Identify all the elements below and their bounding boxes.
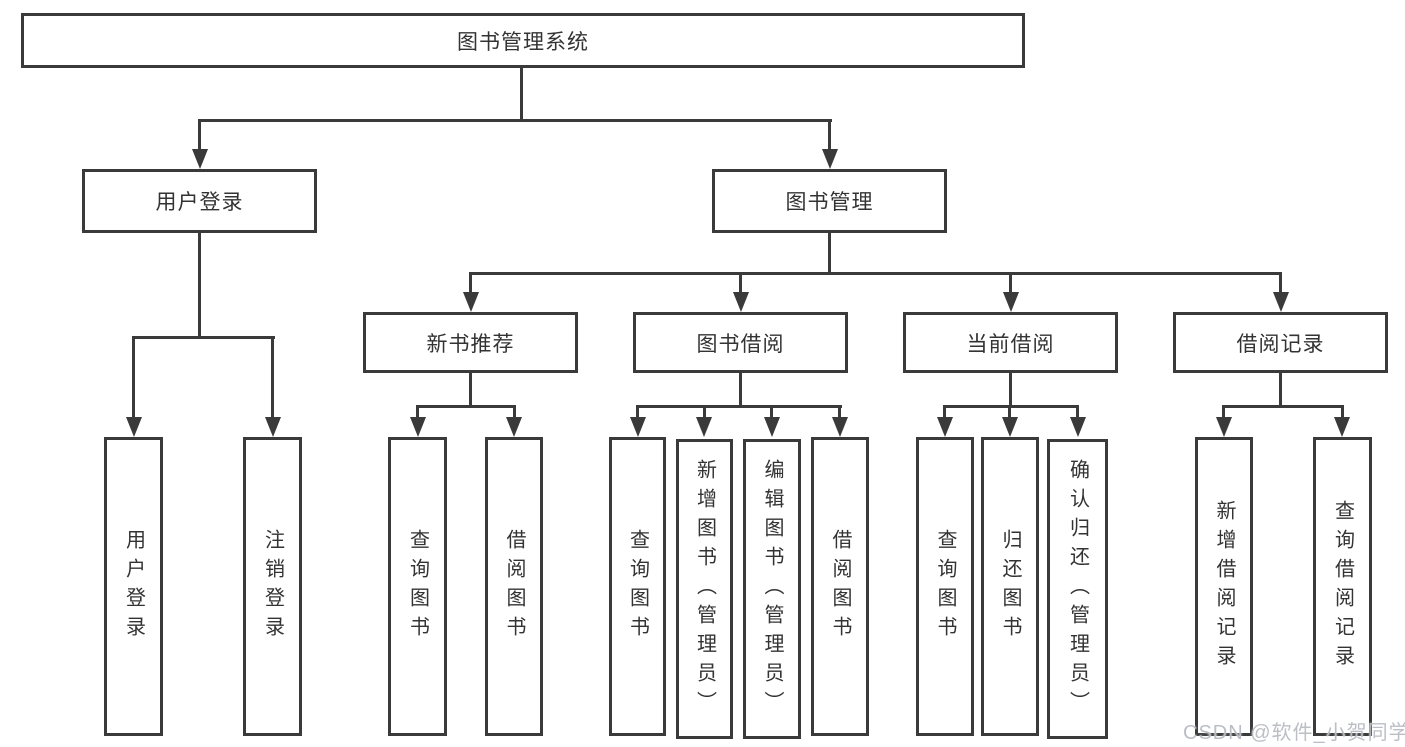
leaf-user-login: 用户登录	[104, 437, 163, 736]
node-new-book-recommend: 新书推荐	[363, 312, 578, 373]
node-label: 当前借阅	[966, 332, 1055, 356]
edge-line	[132, 336, 275, 339]
leaf-return-book: 归还图书	[981, 437, 1039, 736]
leaf-query-borrow-record: 查询借阅记录	[1313, 437, 1372, 736]
arrow-down-icon	[1002, 417, 1018, 437]
arrow-down-icon	[1216, 417, 1232, 437]
edge-line	[416, 405, 419, 419]
node-label: 图书管理	[785, 191, 874, 214]
leaf-logout: 注销登录	[243, 437, 302, 736]
arrow-down-icon	[1003, 292, 1019, 312]
node-label: 用户登录	[122, 528, 145, 645]
edge-line	[469, 272, 472, 294]
edge-line	[1076, 405, 1079, 419]
edge-line	[1008, 405, 1011, 419]
edge-line	[1009, 373, 1012, 408]
arrow-down-icon	[696, 417, 712, 437]
leaf-edit-book-admin: 编辑图书（管理员）	[743, 439, 801, 739]
arrow-down-icon	[1273, 292, 1289, 312]
edge-line	[1279, 373, 1282, 408]
node-label: 查询图书	[626, 528, 649, 645]
node-label: 图书借阅	[696, 332, 785, 356]
arrow-down-icon	[463, 292, 479, 312]
watermark: CSDN @软件_小贺同学	[1183, 722, 1405, 744]
edge-line	[198, 119, 832, 122]
arrow-down-icon	[506, 417, 522, 437]
edge-line	[703, 405, 706, 419]
node-label: 归还图书	[999, 528, 1021, 645]
node-label: 新增借阅记录	[1213, 499, 1235, 674]
edge-line	[520, 68, 523, 122]
edge-line	[739, 272, 742, 294]
edge-line	[416, 405, 516, 408]
arrow-down-icon	[192, 149, 208, 169]
edge-line	[513, 405, 516, 419]
edge-line	[132, 336, 135, 419]
edge-line	[739, 373, 742, 408]
leaf-confirm-return-admin: 确认归还（管理员）	[1047, 439, 1108, 739]
arrow-down-icon	[1070, 417, 1086, 437]
edge-line	[469, 373, 472, 408]
node-book-management: 图书管理	[712, 169, 947, 233]
arrow-down-icon	[410, 417, 426, 437]
arrow-down-icon	[832, 417, 848, 437]
node-book-borrowing: 图书借阅	[633, 312, 848, 373]
node-label: 借阅图书	[503, 528, 525, 645]
arrow-down-icon	[630, 417, 646, 437]
edge-line	[1222, 405, 1344, 408]
edge-line	[943, 405, 946, 419]
edge-line	[838, 405, 841, 419]
node-label: 新增图书（管理员）	[693, 458, 716, 720]
arrow-down-icon	[265, 417, 281, 437]
node-current-borrowing: 当前借阅	[903, 312, 1118, 373]
leaf-add-book-admin: 新增图书（管理员）	[676, 439, 733, 739]
node-label: 查询图书	[406, 528, 429, 645]
leaf-borrow-books-1: 借阅图书	[485, 437, 543, 736]
node-label: 借阅图书	[829, 528, 851, 645]
edge-line	[1222, 405, 1225, 419]
leaf-query-books-2: 查询图书	[609, 437, 666, 736]
node-label: 查询图书	[934, 528, 956, 645]
node-label: 编辑图书（管理员）	[761, 458, 783, 720]
leaf-borrow-books-2: 借阅图书	[811, 437, 869, 736]
edge-line	[198, 119, 201, 151]
edge-line	[1279, 272, 1282, 294]
edge-line	[1341, 405, 1344, 419]
node-label: 确认归还（管理员）	[1066, 458, 1089, 720]
edge-line	[271, 336, 274, 419]
node-borrowing-records: 借阅记录	[1173, 312, 1388, 373]
node-label: 图书管理系统	[457, 30, 589, 54]
node-user-login: 用户登录	[82, 169, 317, 233]
edge-line	[636, 405, 842, 408]
arrow-down-icon	[733, 292, 749, 312]
edge-line	[943, 405, 1079, 408]
arrow-down-icon	[1334, 417, 1350, 437]
arrow-down-icon	[126, 417, 142, 437]
edge-line	[828, 119, 831, 151]
leaf-query-books-1: 查询图书	[388, 437, 447, 736]
edge-line	[828, 233, 831, 274]
node-label: 新书推荐	[426, 332, 515, 356]
node-label: 注销登录	[261, 528, 284, 645]
node-label: 用户登录	[155, 191, 244, 214]
arrow-down-icon	[764, 417, 780, 437]
edge-line	[198, 233, 201, 338]
node-library-system: 图书管理系统	[21, 13, 1025, 68]
node-label: 借阅记录	[1236, 332, 1325, 356]
leaf-query-books-3: 查询图书	[916, 437, 974, 736]
node-label: 查询借阅记录	[1331, 499, 1354, 674]
edge-line	[469, 272, 1282, 275]
edge-line	[636, 405, 639, 419]
edge-line	[770, 405, 773, 419]
leaf-add-borrow-record: 新增借阅记录	[1195, 437, 1253, 736]
arrow-down-icon	[822, 149, 838, 169]
arrow-down-icon	[937, 417, 953, 437]
edge-line	[1009, 272, 1012, 294]
